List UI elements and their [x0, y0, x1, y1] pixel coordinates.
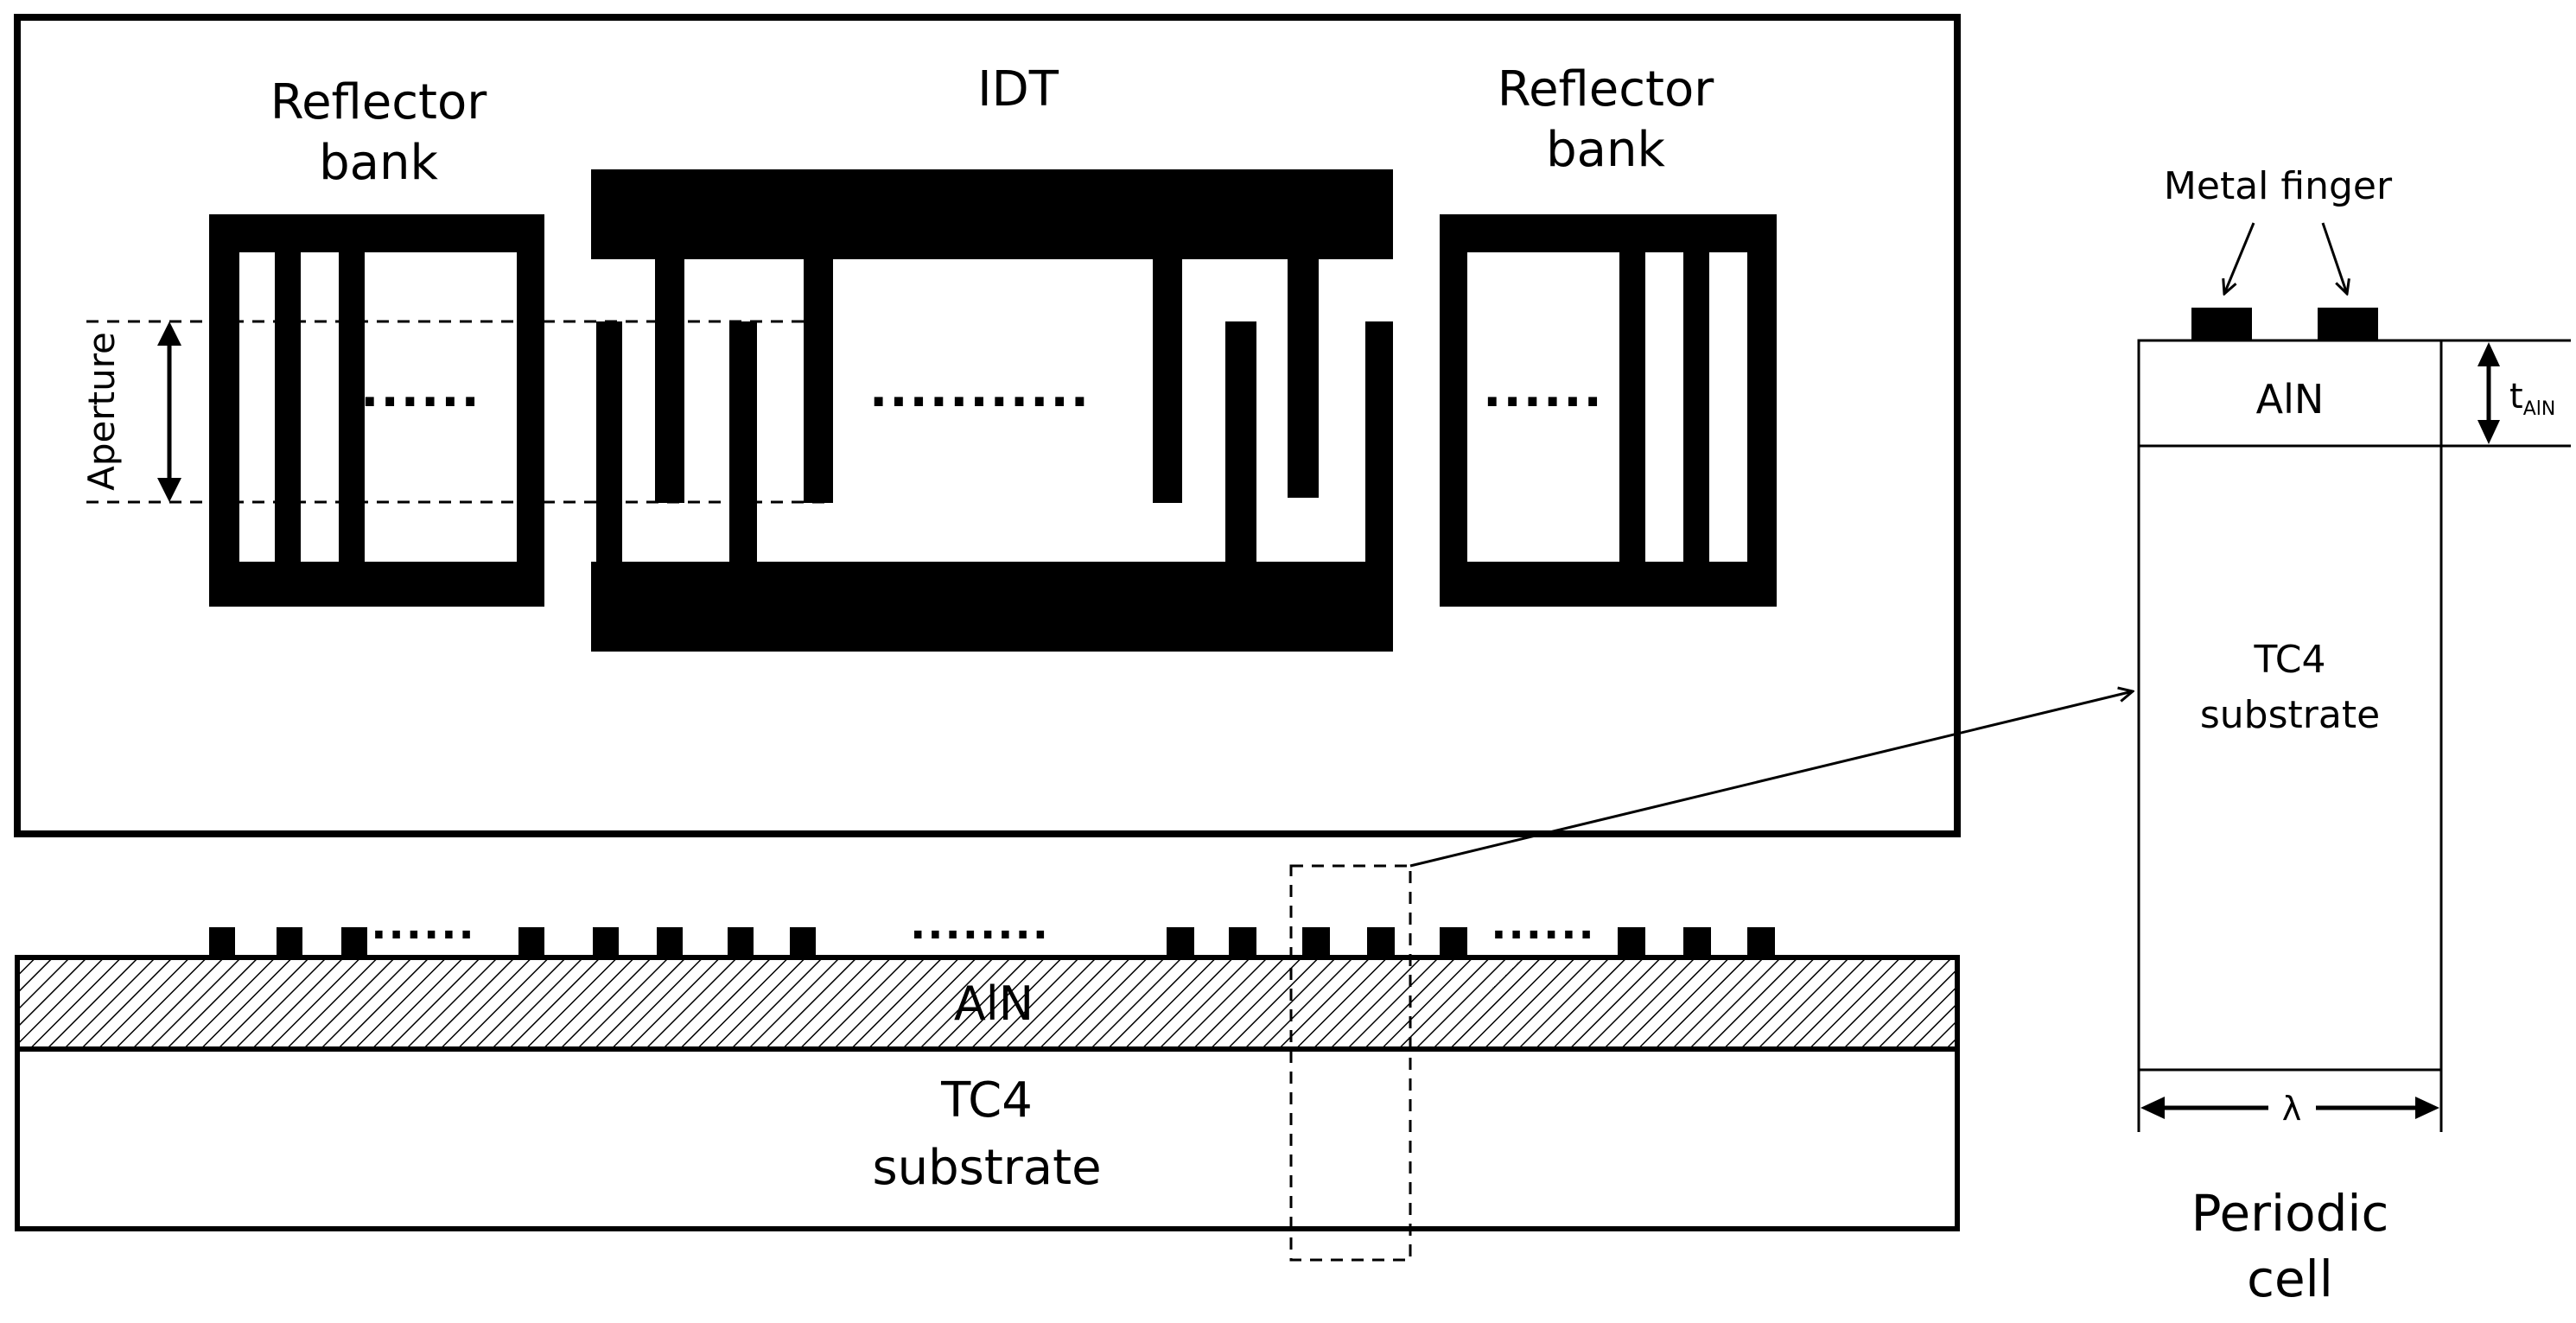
metal-finger	[277, 927, 302, 957]
metal-finger	[1302, 927, 1330, 957]
metal-finger	[1229, 927, 1256, 957]
left-ellipsis: ......	[360, 362, 481, 418]
right-ellipsis: ......	[1483, 362, 1604, 418]
text-line: bank	[319, 135, 438, 191]
metal-finger	[1683, 927, 1711, 957]
text-line: TC4	[2253, 638, 2325, 682]
idt-top-busbar	[591, 169, 1393, 259]
cross-section-panel: ...... ........ ...... AlN TC4 substrate	[15, 691, 2133, 1262]
thickness-dimension: tAlN	[2441, 339, 2571, 448]
period-dimension: λ	[2137, 1070, 2443, 1132]
metal-finger	[1367, 927, 1395, 957]
substrate-layer	[15, 1046, 1960, 1231]
metal-finger	[1440, 927, 1467, 957]
idt-finger-bottom	[1225, 321, 1256, 565]
aperture-label: Aperture	[80, 332, 123, 491]
metal-finger-pointer	[2321, 222, 2347, 294]
cell-substrate	[2137, 444, 2443, 1072]
right-reflector-bottom-bus	[1440, 562, 1777, 607]
thickness-label: tAlN	[2509, 377, 2555, 420]
text-line: substrate	[2200, 693, 2380, 737]
aperture-arrowhead-down	[157, 478, 181, 502]
right-reflector-top-bus	[1440, 214, 1777, 252]
idt-finger-bottom	[1365, 321, 1393, 565]
right-reflector-finger	[1683, 214, 1709, 607]
left-reflector-finger	[275, 214, 301, 607]
metal-finger	[593, 927, 619, 957]
metal-finger	[790, 927, 816, 957]
left-reflector-finger	[517, 214, 544, 607]
left-reflector-bottom-bus	[209, 562, 544, 607]
metal-finger	[1747, 927, 1775, 957]
cs-substrate-label: TC4 substrate	[872, 1072, 1101, 1196]
right-reflector-bank	[1440, 214, 1777, 607]
idt-finger-top	[1288, 256, 1319, 498]
cell-metal-finger	[2191, 308, 2252, 340]
thickness-arrowhead-down	[2477, 420, 2500, 444]
cs-aln-label: AlN	[954, 976, 1034, 1031]
cell-metal-finger	[2318, 308, 2378, 340]
metal-finger	[728, 927, 754, 957]
period-label: λ	[2282, 1090, 2302, 1128]
text-line: TC4	[940, 1072, 1033, 1129]
cs-ellipsis-2: ........	[910, 900, 1050, 949]
top-view-frame	[14, 14, 1961, 837]
metal-finger	[657, 927, 683, 957]
thickness-subscript: AlN	[2523, 398, 2556, 420]
metal-finger-row	[209, 927, 1775, 957]
idt-finger-top	[655, 256, 684, 503]
idt-finger-top	[1153, 256, 1182, 503]
metal-finger	[1618, 927, 1645, 957]
left-reflector-top-bus	[209, 214, 544, 252]
left-reflector-finger	[209, 214, 239, 607]
idt-electrode	[591, 169, 1393, 652]
idt-finger-top	[804, 256, 833, 503]
metal-finger	[518, 927, 544, 957]
aperture-arrowhead-up	[157, 321, 181, 346]
metal-finger	[341, 927, 367, 957]
text-line: bank	[1546, 122, 1665, 178]
aln-layer	[15, 955, 1960, 1052]
cs-ellipsis-3: ......	[1491, 900, 1595, 949]
text-line: Reflector	[1498, 61, 1715, 118]
cell-aln-label: AlN	[2256, 376, 2325, 423]
aperture-marker: Aperture	[80, 320, 830, 504]
idt-finger-bottom	[729, 321, 757, 565]
thickness-arrowhead-up	[2477, 342, 2500, 366]
metal-finger	[209, 927, 235, 957]
right-reflector-finger	[1747, 214, 1777, 607]
cell-aln-layer	[2137, 339, 2443, 448]
left-reflector-finger	[339, 214, 365, 607]
period-arrowhead-right	[2415, 1097, 2439, 1119]
cs-ellipsis-1: ......	[371, 900, 475, 949]
thickness-symbol: t	[2509, 377, 2523, 417]
idt-label: IDT	[977, 61, 1059, 118]
cell-substrate-label: TC4 substrate	[2200, 638, 2380, 737]
text-line: Reflector	[270, 74, 488, 130]
text-line: Periodic	[2191, 1184, 2389, 1243]
center-ellipsis: ...........	[869, 362, 1091, 418]
text-line: substrate	[872, 1140, 1101, 1196]
text-line: cell	[2247, 1250, 2333, 1308]
idt-bottom-busbar	[591, 562, 1393, 652]
metal-finger-label: Metal finger	[2164, 164, 2393, 208]
idt-finger-bottom	[596, 321, 622, 565]
metal-finger-pointer	[2224, 222, 2255, 294]
metal-finger	[1167, 927, 1194, 957]
left-reflector-bank	[209, 214, 544, 607]
periodic-cell-caption: Periodic cell	[2191, 1184, 2389, 1308]
right-reflector-finger	[1440, 214, 1467, 607]
periodic-cell-selection	[1289, 864, 1412, 1262]
period-arrowhead-left	[2140, 1097, 2165, 1119]
right-reflector-finger	[1619, 214, 1645, 607]
zoom-arrow	[1409, 691, 2133, 868]
